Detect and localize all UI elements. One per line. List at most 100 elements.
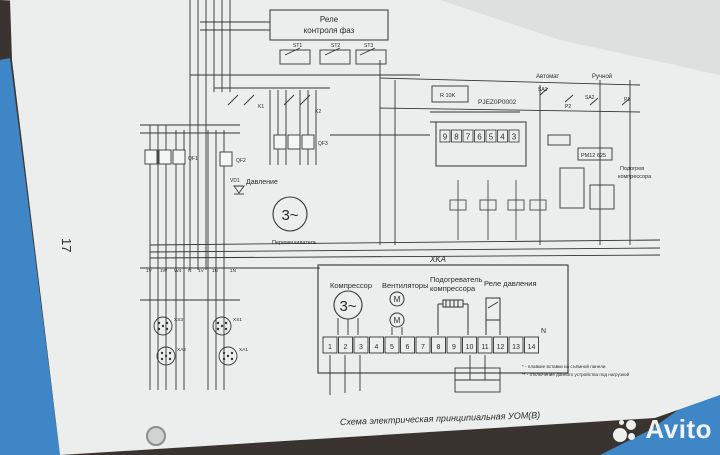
avito-watermark-text: Avito [645, 414, 712, 444]
connector-label: XA1 [239, 347, 248, 353]
stirrer-motor-icon [272, 196, 308, 232]
terminal-box [431, 336, 446, 354]
connector-label: XS3 [174, 317, 183, 323]
label-sa2: SA2 [585, 95, 595, 101]
binder-ring-icon [146, 426, 166, 446]
resistor-box [431, 85, 469, 103]
terminal-box [508, 336, 524, 354]
connector-pin [157, 321, 161, 325]
terminal-number: 3 [359, 344, 363, 351]
bus-label: 1V [198, 268, 205, 274]
controller-terminal-number: 8 [454, 133, 459, 142]
terminal-box [400, 336, 415, 354]
label-preheat-2: компрессора [618, 174, 652, 180]
relay-row [449, 180, 547, 240]
connector-pin [224, 327, 228, 331]
connector-pin [168, 357, 172, 361]
connector-pin [160, 357, 164, 361]
terminal-number: 6 [406, 344, 410, 351]
connector-icon [156, 346, 176, 366]
connector-icon [218, 346, 238, 366]
bus-label: 1V [146, 268, 153, 274]
label-k1: K1 [258, 104, 264, 110]
controller-terminal-box [474, 129, 485, 143]
connector-pin [230, 357, 234, 361]
terminal-box [353, 336, 369, 354]
connector-pin [224, 321, 228, 325]
controller-body [435, 121, 527, 167]
breaker-blocks [144, 134, 315, 167]
controller-terminal-number: 6 [477, 133, 482, 142]
terminal-number: 7 [421, 344, 425, 351]
connector-pin [164, 354, 168, 358]
phase-relay-box [269, 9, 389, 41]
avito-logo-icon [613, 417, 639, 443]
terminal-box [477, 336, 493, 354]
terminal-number: 5 [390, 344, 394, 351]
label-pm-module: PM12 625 [581, 153, 606, 159]
bus-label: 1U [212, 268, 219, 274]
terminal-box [369, 336, 384, 354]
blue-frame-left [0, 58, 60, 455]
terminal-number: 12 [497, 344, 505, 351]
compressor-motor-symbol: 3~ [339, 298, 356, 315]
label-p1: P1 [624, 97, 630, 103]
blue-frame-bottom [600, 380, 720, 455]
terminal-number: 11 [481, 344, 488, 351]
xka-panel [317, 264, 569, 374]
mode-switches [539, 87, 631, 210]
contactors [227, 94, 311, 106]
connector-label: XS1 [233, 317, 242, 323]
controller-terminal-box [485, 129, 497, 143]
bus-label: 1W [160, 268, 168, 274]
fan2-motor-icon [389, 312, 405, 328]
label-vd1: VD1 [230, 178, 240, 184]
label-automatic: Автомат [536, 74, 559, 80]
heater-resistor-icon [437, 299, 469, 335]
controller-terminal-box [439, 129, 451, 143]
terminal-box [415, 336, 431, 354]
label-fans: Вентиляторы [382, 281, 428, 290]
connector-pin [161, 324, 165, 328]
component-leads [337, 318, 403, 335]
pm-module-box [577, 147, 613, 161]
controller-terminal-number: 4 [500, 133, 505, 142]
phase-relay-title-1: Реле [320, 15, 339, 24]
connector-pin [226, 354, 230, 358]
label-qf1: QF1 [188, 156, 198, 162]
label-st2: ST2 [331, 43, 340, 49]
phase-relay-title-2: контроля фаз [304, 26, 355, 35]
connector-pin [160, 351, 164, 355]
terminal-box [384, 336, 400, 354]
fan2-symbol: M [394, 316, 401, 325]
paper-fold [440, 0, 720, 75]
label-resistor: R 10K [440, 93, 456, 99]
vd1-diode-icon [233, 185, 245, 195]
pressure-switch-icon [485, 297, 501, 335]
terminal-number: 2 [344, 344, 348, 351]
bus-label: W4 [174, 268, 182, 274]
label-pressure-relay: Реле давления [484, 279, 537, 288]
label-p2: P2 [565, 104, 571, 110]
connector-label: XA2 [177, 347, 186, 353]
terminal-box [493, 336, 508, 354]
label-heater-1: Подогреватель [430, 275, 483, 284]
terminal-number: 9 [452, 344, 456, 351]
fan1-symbol: M [394, 295, 401, 304]
fan1-motor-icon [389, 291, 405, 307]
connector-icon [153, 316, 173, 336]
connector-pin [222, 357, 226, 361]
terminal-number: 10 [466, 344, 474, 351]
wiring-horizontal [140, 21, 661, 301]
note-1: * - плавкие вставки на съёмной панели [522, 363, 606, 369]
label-qf2: QF2 [236, 158, 246, 164]
wiring-vertical [149, 0, 631, 390]
bus-label: N [188, 268, 192, 274]
terminal-number: 4 [375, 344, 379, 351]
terminal-box [338, 336, 353, 354]
terminal-box [524, 336, 539, 354]
